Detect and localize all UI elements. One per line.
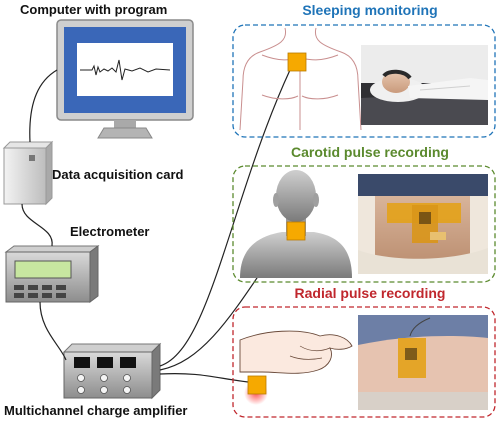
computer-monitor	[56, 19, 194, 139]
lcd-display	[14, 260, 72, 279]
electrometer-device	[4, 245, 100, 303]
amplifier-device	[62, 342, 162, 400]
signal-trace	[80, 59, 171, 81]
panel-carotid-title: Carotid pulse recording	[291, 144, 449, 160]
sleeping-photo	[361, 45, 488, 125]
computer-label: Computer with program	[20, 2, 167, 17]
panel-sleeping-title: Sleeping monitoring	[302, 2, 437, 18]
electrometer-label: Electrometer	[70, 224, 149, 239]
sensor-chest	[287, 52, 307, 72]
radial-photo	[358, 315, 488, 410]
sensor-wrist	[247, 375, 267, 395]
amplifier-label: Multichannel charge amplifier	[4, 403, 188, 418]
carotid-photo	[358, 174, 488, 274]
sensor-neck	[286, 221, 306, 241]
daq-case	[2, 140, 54, 206]
panel-sleeping	[232, 24, 496, 138]
torso-illustration	[239, 27, 362, 131]
panel-radial	[232, 306, 496, 418]
head-model-illustration	[240, 170, 352, 278]
panel-radial-title: Radial pulse recording	[295, 285, 446, 301]
monitor-stand	[97, 127, 153, 139]
daq-label: Data acquisition card	[52, 167, 184, 182]
hand-illustration	[239, 330, 353, 374]
